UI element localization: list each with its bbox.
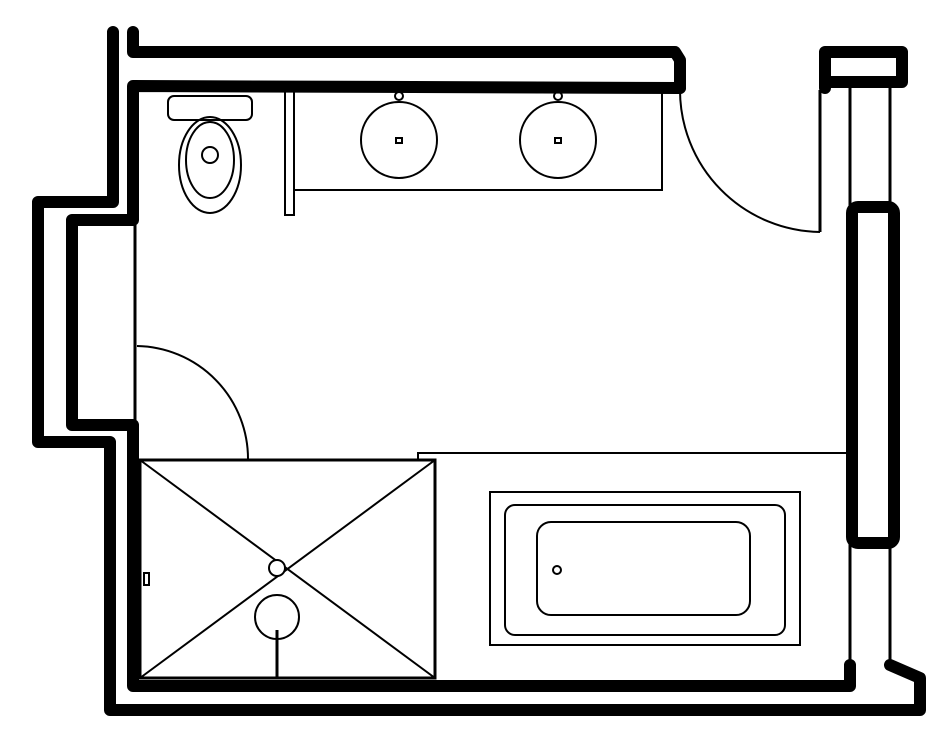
window	[846, 201, 900, 549]
vanity-counter	[293, 89, 663, 191]
shower-control-icon	[143, 572, 150, 586]
faucet-icon	[394, 91, 404, 101]
vanity	[284, 89, 663, 216]
toilet-opening	[201, 146, 219, 164]
tub-outer	[489, 491, 801, 646]
door-swing-arc	[679, 89, 821, 233]
right-door-jamb	[819, 46, 908, 94]
shower-slope	[139, 459, 436, 679]
tub-rim	[504, 504, 786, 636]
tub-basin	[536, 521, 751, 616]
inner-top-wall	[66, 80, 856, 692]
sink-drain-icon	[395, 137, 403, 144]
toilet-seat	[185, 121, 235, 199]
closet-door	[136, 345, 435, 461]
toilet-tank	[167, 95, 253, 121]
bathtub	[417, 452, 850, 646]
shower	[138, 458, 437, 680]
faucet-icon	[553, 91, 563, 101]
shower-drain-icon	[268, 559, 286, 577]
toilet	[167, 95, 253, 214]
outer-left-wall	[32, 26, 926, 716]
entry-door	[679, 89, 822, 233]
shower-enclosure	[138, 458, 437, 680]
door-swing-arc	[136, 345, 250, 461]
tub-deck-line	[417, 452, 850, 460]
toilet-bowl	[178, 116, 242, 214]
sink-left	[360, 101, 438, 179]
walls	[32, 26, 926, 716]
sink-drain-icon	[554, 137, 562, 144]
sink-right	[519, 101, 597, 179]
outer-top-wall	[127, 26, 686, 94]
vanity-partition	[284, 89, 295, 216]
tub-drain-icon	[552, 565, 562, 575]
